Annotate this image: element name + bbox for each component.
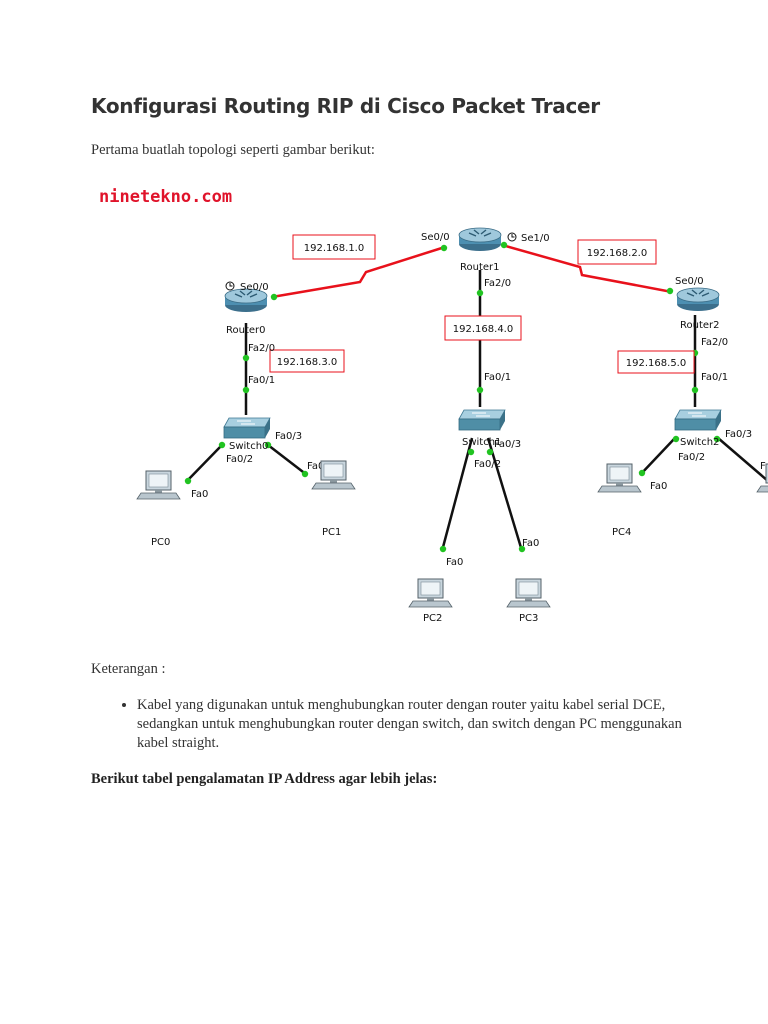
article-title: Konfigurasi Routing RIP di Cisco Packet … xyxy=(91,94,600,118)
port-label-s2-fa01: Fa0/1 xyxy=(701,372,728,383)
pc3-icon[interactable] xyxy=(506,578,551,608)
port-label-r1-fa20: Fa2/0 xyxy=(484,278,511,289)
notes-list: Kabel yang digunakan untuk menghubungkan… xyxy=(112,696,697,753)
svg-text:192.168.4.0: 192.168.4.0 xyxy=(453,324,513,335)
port-label-pc1-fa0: Fa0 xyxy=(307,461,324,472)
pc3-label: PC3 xyxy=(519,613,538,624)
port-label-pc3-fa0: Fa0 xyxy=(522,538,539,549)
port-label-s2-fa03: Fa0/3 xyxy=(725,429,752,440)
port-label-r2-se00: Se0/0 xyxy=(675,276,704,287)
serial-link-r1-r2 xyxy=(501,243,673,294)
port-label-s1-fa01: Fa0/1 xyxy=(484,372,511,383)
switch2-label: Switch2 xyxy=(680,437,719,448)
port-label-r1-se10: Se1/0 xyxy=(521,233,550,244)
router1-label: Router1 xyxy=(460,262,500,273)
port-label-s2-fa02: Fa0/2 xyxy=(678,452,705,463)
port-label-pc2-fa0: Fa0 xyxy=(446,557,463,568)
router1-icon[interactable] xyxy=(458,227,502,252)
network-box-192-168-1-0: 192.168.1.0 xyxy=(292,234,376,260)
switch2-icon[interactable] xyxy=(674,409,722,431)
router2-label: Router2 xyxy=(680,320,720,331)
port-label-s0-fa02: Fa0/2 xyxy=(226,454,253,465)
router2-icon[interactable] xyxy=(676,287,720,312)
port-label-r1-se00: Se0/0 xyxy=(421,232,450,243)
pc2-icon[interactable] xyxy=(408,578,453,608)
intro-paragraph: Pertama buatlah topologi seperti gambar … xyxy=(91,142,375,158)
brand-logo: ninetekno.com xyxy=(99,187,232,207)
network-box-192-168-3-0: 192.168.3.0 xyxy=(269,349,345,373)
svg-text:192.168.1.0: 192.168.1.0 xyxy=(304,243,364,254)
table-heading: Berikut tabel pengalamatan IP Address ag… xyxy=(91,771,438,787)
network-box-192-168-4-0: 192.168.4.0 xyxy=(444,315,522,341)
list-item: Kabel yang digunakan untuk menghubungkan… xyxy=(137,696,697,753)
switch0-label: Switch0 xyxy=(229,441,268,452)
port-label-r0-se00: Se0/0 xyxy=(240,282,269,293)
notes-heading: Keterangan : xyxy=(91,661,166,677)
pc4-label: PC4 xyxy=(612,527,631,538)
serial-link-r0-r1 xyxy=(271,245,446,299)
port-label-s0-fa03: Fa0/3 xyxy=(275,431,302,442)
network-box-192-168-2-0: 192.168.2.0 xyxy=(577,239,657,265)
switch1-label: Switch1 xyxy=(462,437,501,448)
pc2-label: PC2 xyxy=(423,613,442,624)
svg-text:192.168.2.0: 192.168.2.0 xyxy=(587,248,647,259)
pc4-icon[interactable] xyxy=(597,463,642,493)
svg-text:192.168.3.0: 192.168.3.0 xyxy=(277,357,337,368)
port-status-lights xyxy=(184,241,721,553)
pc0-label: PC0 xyxy=(151,537,170,548)
pc1-label: PC1 xyxy=(322,527,341,538)
network-box-192-168-5-0: 192.168.5.0 xyxy=(617,350,695,374)
port-label-s1-fa02: Fa0/2 xyxy=(474,459,501,470)
switch1-icon[interactable] xyxy=(458,409,506,431)
port-label-pc0-fa0: Fa0 xyxy=(191,489,208,500)
pc0-icon[interactable] xyxy=(136,470,181,500)
clock-icon xyxy=(507,232,517,242)
network-topology-diagram: ninetekno.com xyxy=(0,175,768,635)
clock-icon xyxy=(225,281,235,291)
port-label-pc5-fa0: Fa0 xyxy=(760,461,768,472)
port-label-s1-fa03: Fa0/3 xyxy=(494,439,521,450)
port-label-r0-fa20: Fa2/0 xyxy=(248,343,275,354)
port-label-pc4-fa0: Fa0 xyxy=(650,481,667,492)
router0-label: Router0 xyxy=(226,325,266,336)
svg-text:192.168.5.0: 192.168.5.0 xyxy=(626,358,686,369)
port-label-r2-fa20: Fa2/0 xyxy=(701,337,728,348)
port-label-s0-fa01: Fa0/1 xyxy=(248,375,275,386)
switch0-icon[interactable] xyxy=(223,417,271,439)
